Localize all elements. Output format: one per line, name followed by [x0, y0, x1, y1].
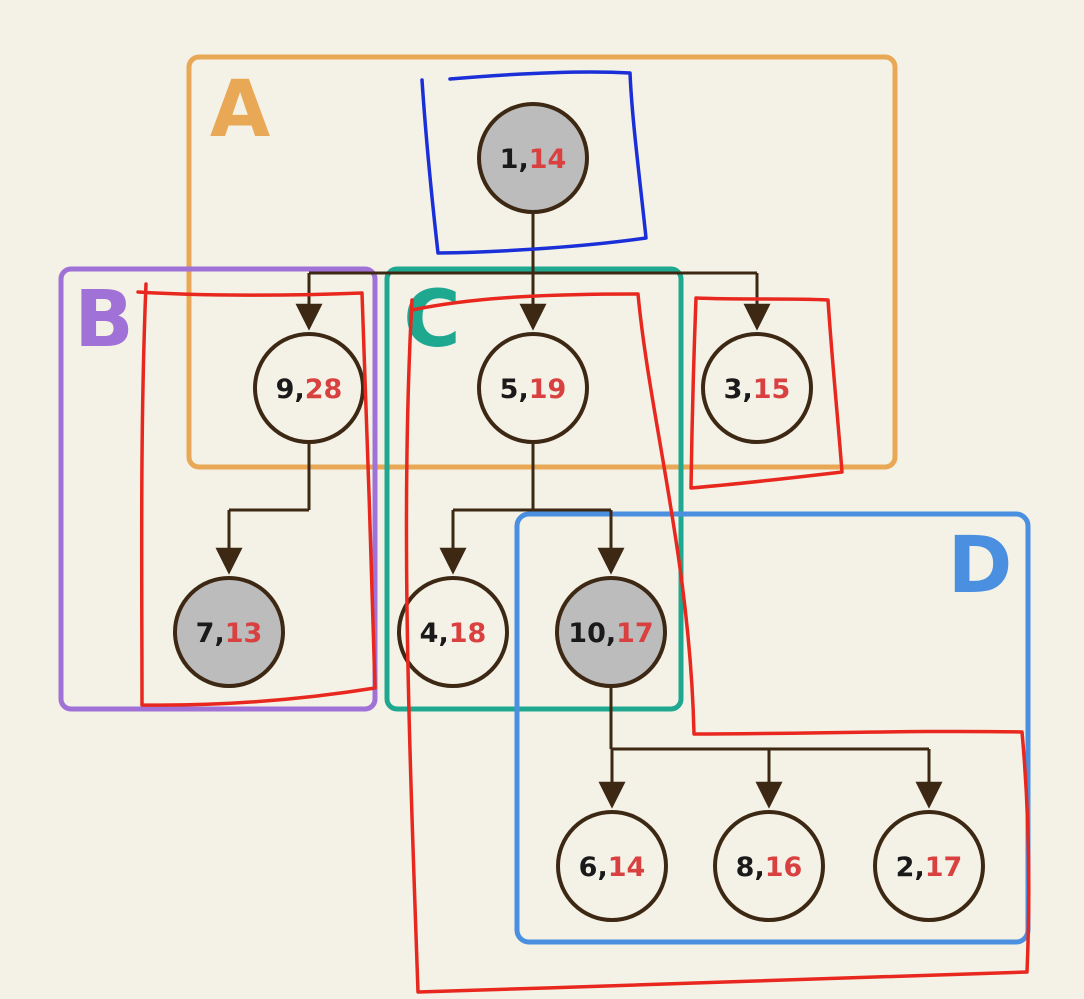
node-second-number: 18 [449, 618, 487, 649]
node-second-number: 14 [608, 852, 646, 883]
node-second-number: 17 [616, 618, 654, 649]
node-circle [555, 576, 667, 688]
red-annotation-box-left [136, 282, 377, 707]
group-b-box [58, 266, 378, 712]
node-label: 6,14 [579, 852, 646, 883]
node-separator: , [214, 618, 224, 649]
red-annotation-box-large [404, 292, 1031, 994]
group-labels: A B C D [74, 65, 1012, 611]
node-second-number: 19 [529, 374, 567, 405]
tree-node-8: 8,16 [713, 810, 825, 922]
blue-annotation-box [420, 70, 648, 255]
node-label: 4,18 [420, 618, 487, 649]
node-circle [701, 332, 813, 444]
node-second-number: 17 [925, 852, 963, 883]
node-separator: , [754, 852, 764, 883]
node-label: 8,16 [736, 852, 803, 883]
node-first-number: 5 [500, 374, 519, 405]
node-first-number: 4 [420, 618, 439, 649]
node-label: 7,13 [196, 618, 263, 649]
node-circle [397, 576, 509, 688]
node-separator: , [518, 374, 528, 405]
node-first-number: 6 [579, 852, 598, 883]
node-first-number: 9 [276, 374, 295, 405]
node-label: 3,15 [724, 374, 791, 405]
node-circle [477, 332, 589, 444]
node-first-number: 7 [196, 618, 215, 649]
node-first-number: 10 [568, 618, 606, 649]
node-first-number: 3 [724, 374, 743, 405]
node-separator: , [914, 852, 924, 883]
node-circle [556, 810, 668, 922]
node-label: 9,28 [276, 374, 343, 405]
group-a-box [186, 54, 898, 470]
tree-node-6: 6,14 [556, 810, 668, 922]
node-first-number: 2 [896, 852, 915, 883]
node-separator: , [438, 618, 448, 649]
tree-node-2: 2,17 [873, 810, 985, 922]
node-circle [713, 810, 825, 922]
node-circle [253, 332, 365, 444]
node-second-number: 16 [765, 852, 803, 883]
node-second-number: 15 [753, 374, 791, 405]
red-annotation-box-right [689, 296, 844, 490]
node-first-number: 1 [500, 144, 519, 175]
node-circle [173, 576, 285, 688]
annotations [136, 70, 1031, 994]
node-separator: , [742, 374, 752, 405]
group-a-label: A [210, 65, 270, 155]
group-d-label: D [948, 521, 1013, 611]
node-second-number: 13 [225, 618, 263, 649]
node-circle [477, 102, 589, 214]
node-separator: , [518, 144, 528, 175]
group-d-box [514, 511, 1031, 945]
node-separator: , [606, 618, 616, 649]
node-separator: , [597, 852, 607, 883]
tree-node-7: 7,13 [173, 576, 285, 688]
tree-node-3: 3,15 [701, 332, 813, 444]
group-c-label: C [403, 275, 460, 365]
node-circle [873, 810, 985, 922]
node-second-number: 28 [305, 374, 343, 405]
node-label: 2,17 [896, 852, 963, 883]
tree-node-4: 4,18 [397, 576, 509, 688]
tree-node-9: 9,28 [253, 332, 365, 444]
tree-node-10: 10,17 [555, 576, 667, 688]
group-b-label: B [74, 275, 133, 365]
tree-node-1: 1,14 [477, 102, 589, 214]
node-label: 5,19 [500, 374, 567, 405]
group-boxes [58, 54, 1031, 945]
node-separator: , [294, 374, 304, 405]
node-label: 10,17 [568, 618, 653, 649]
node-first-number: 8 [736, 852, 755, 883]
node-label: 1,14 [500, 144, 567, 175]
node-second-number: 14 [529, 144, 567, 175]
tree-node-5: 5,19 [477, 332, 589, 444]
